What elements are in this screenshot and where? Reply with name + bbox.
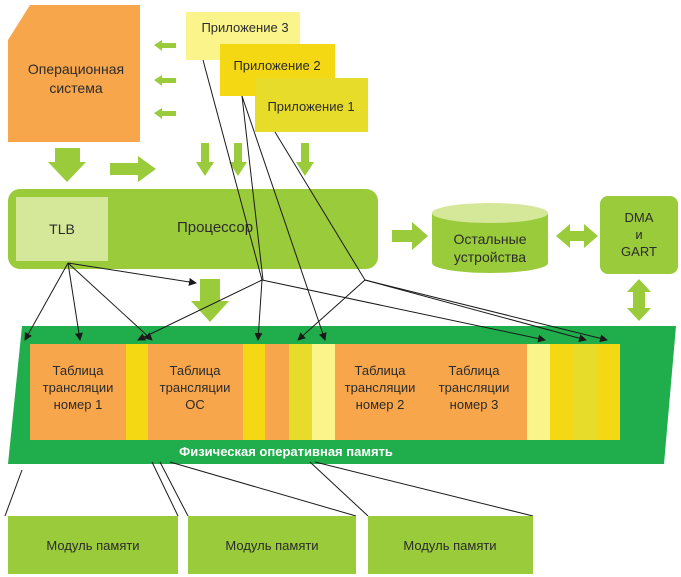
memory-module-1: Модуль памяти — [8, 516, 178, 574]
other-devices-block: Остальные устройства — [432, 203, 548, 273]
app1-label: Приложение 1 — [267, 99, 354, 114]
devices-label-line1: Остальные — [454, 231, 527, 247]
devices-label-line2: устройства — [454, 249, 526, 265]
memory-module-2: Модуль памяти — [188, 516, 356, 574]
table-os-line1: Таблица — [170, 363, 222, 378]
application-1: Приложение 1 — [255, 78, 368, 132]
app2-label: Приложение 2 — [233, 58, 320, 73]
memory-to-module-lines — [4, 461, 534, 517]
table2-line1: Таблица — [355, 363, 407, 378]
mapping-lines — [24, 59, 608, 343]
module-1-label: Модуль памяти — [46, 538, 139, 553]
physical-memory-block: Таблица трансляции номер 1 Таблица транс… — [8, 326, 676, 464]
table2-line3: номер 2 — [356, 397, 405, 412]
memory-module-3: Модуль памяти — [368, 516, 533, 574]
dma-label-line2: и — [635, 227, 642, 242]
devices-dma-double-arrow — [556, 224, 598, 248]
os-label-line2: система — [49, 80, 102, 96]
dma-gart-block: DMA и GART — [600, 196, 678, 274]
module-2-label: Модуль памяти — [225, 538, 318, 553]
table2-line2: трансляции — [345, 380, 416, 395]
os-label-line1: Операционная — [28, 61, 124, 77]
dma-memory-double-arrow — [627, 279, 651, 321]
processor-block: TLB Процессор — [8, 189, 378, 269]
dma-label-line3: GART — [621, 244, 657, 259]
table1-line2: трансляции — [43, 380, 114, 395]
cpu-to-devices-arrow — [392, 222, 428, 250]
table3-line2: трансляции — [439, 380, 510, 395]
table3-line1: Таблица — [449, 363, 501, 378]
processor-label: Процессор — [177, 219, 253, 236]
app3-label: Приложение 3 — [201, 20, 288, 35]
app-to-os-arrows — [154, 40, 176, 119]
operating-system-block: Операционная система — [8, 5, 140, 142]
table-os-line2: трансляции — [160, 380, 231, 395]
memory-label: Физическая оперативная память — [179, 444, 393, 459]
tlb-label: TLB — [49, 221, 75, 237]
table1-line3: номер 1 — [54, 397, 103, 412]
module-3-label: Модуль памяти — [403, 538, 496, 553]
table1-line1: Таблица — [53, 363, 105, 378]
down-arrows-to-cpu — [48, 143, 314, 182]
cpu-to-memory-arrow — [191, 279, 229, 322]
table-os-line3: ОС — [185, 397, 205, 412]
dma-label-line1: DMA — [625, 210, 654, 225]
table3-line3: номер 3 — [450, 397, 499, 412]
